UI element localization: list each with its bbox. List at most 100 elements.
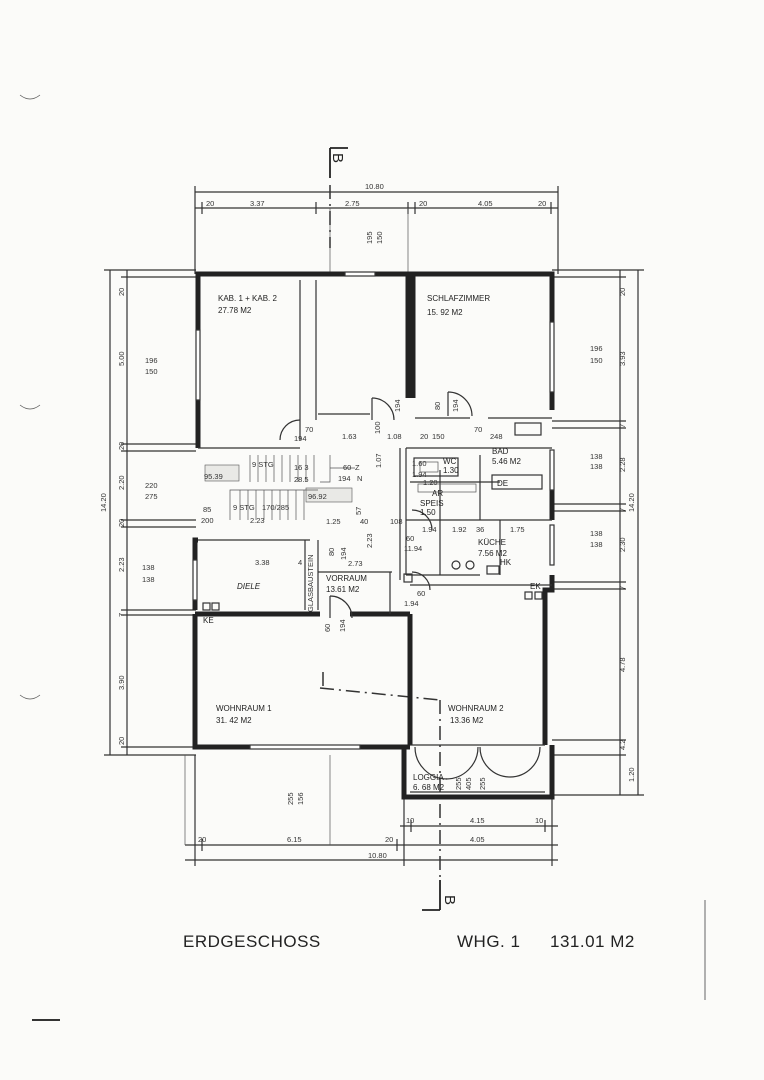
room-kab-name: KAB. 1 + KAB. 2 <box>218 294 277 303</box>
dim-top-overall: 10.80 <box>365 182 384 191</box>
window-dim-w1a: 196 <box>145 356 158 365</box>
inner-dim-d17: 85 <box>203 505 211 514</box>
room-wohn2-area: 13.36 M2 <box>450 716 484 725</box>
door-swings <box>279 391 541 780</box>
dim-left-overall: 14.20 <box>99 493 108 512</box>
label-glasbaustein: GLASBAUSTEIN <box>306 554 315 612</box>
dim-bottom-c: 20 <box>385 835 393 844</box>
window-dim-w6b: 275 <box>145 492 158 501</box>
room-bad-area: 5.46 M2 <box>492 457 521 466</box>
inner-dim-d4: 1.08 <box>387 432 402 441</box>
dim-top-d: 20 <box>419 199 427 208</box>
dim-top-c: 2.75 <box>345 199 360 208</box>
dimension-chain-right: 14.20 20 3.93 7 2.28 7 2.30 7 4.78 4.2 1… <box>552 269 644 796</box>
inner-dim-d18: 200 <box>201 516 214 525</box>
room-wc-area: 1.30 <box>443 466 459 475</box>
dimension-chain-left: 14.20 20 5.00 20 2.20 20 2.23 7 3.90 20 <box>99 269 196 756</box>
inner-dim-d42: 95.39 <box>204 472 223 481</box>
inner-dim-d49: 57 <box>354 507 363 515</box>
room-wohn2-name: WOHNRAUM 2 <box>448 704 504 713</box>
inner-dim-d32: 194 <box>339 547 348 560</box>
inner-dim-d8: 248 <box>490 432 503 441</box>
room-diele-name: DIELE <box>237 582 261 591</box>
inner-dim-d44: Z <box>355 463 360 472</box>
dim-left-g: 7 <box>117 613 126 617</box>
windows <box>192 271 555 750</box>
dim-bottom-f: 10 <box>535 816 543 825</box>
drawing-title: ERDGESCHOSS <box>183 932 321 951</box>
room-speis-area: 1.50 <box>420 508 436 517</box>
room-kueche-name: KÜCHE <box>478 538 506 547</box>
dim-left-e: 20 <box>117 519 126 527</box>
dim-top-b: 3.37 <box>250 199 265 208</box>
section-label-bottom: B <box>441 895 458 905</box>
dim-bottom-e: 4.15 <box>470 816 485 825</box>
inner-dim-d13: 60 <box>343 463 351 472</box>
window-dim-w4a: 138 <box>590 529 603 538</box>
inner-dim-d16: 28.5 <box>294 475 309 484</box>
window-dim-w5b: 138 <box>142 575 155 584</box>
label-hk: HK <box>500 558 512 567</box>
inner-dim-d31: 80 <box>327 548 336 556</box>
inner-dim-d23: 108 <box>390 517 403 526</box>
dim-left-i: 20 <box>117 737 126 745</box>
dim-right-f: 2.30 <box>618 537 627 552</box>
label-stg-lower: 9 STG <box>233 503 255 512</box>
room-bad-name: BAD <box>492 447 509 456</box>
dim-bottom-overall: 10.80 <box>368 851 387 860</box>
label-stg-upper: 9 STG <box>252 460 274 469</box>
fixtures <box>202 422 543 611</box>
inner-dim-d22: 40 <box>360 517 368 526</box>
inner-dimension-labels: 194 1.63 100 1.08 20 150 70 248 194 70 1… <box>201 399 525 632</box>
inner-dim-d45: N <box>357 474 362 483</box>
dim-left-a: 20 <box>117 288 126 296</box>
dim-bottom-a: 20 <box>198 835 206 844</box>
window-dim-w9b: 156 <box>296 792 305 805</box>
inner-dim-d46: 1.94 <box>404 599 419 608</box>
window-dim-w4b: 138 <box>590 540 603 549</box>
inner-dim-d39: 1.20 <box>423 478 438 487</box>
dim-right-c: 7 <box>618 424 627 428</box>
inner-dim-d40: 60 <box>406 534 414 543</box>
inner-dim-d38: 1.94 <box>412 470 427 479</box>
inner-dim-d12: 80 <box>433 402 442 410</box>
window-dim-w8c: 255 <box>478 777 487 790</box>
dimension-chain-bottom: 10.80 20 6.15 20 10 4.15 10 4.05 <box>184 755 558 866</box>
inner-dim-d35: 11.94 <box>404 544 422 553</box>
dim-left-d: 2.20 <box>117 475 126 490</box>
room-wohn1-name: WOHNRAUM 1 <box>216 704 272 713</box>
inner-dim-d26: 36 <box>476 525 484 534</box>
inner-dim-d11: 194 <box>451 399 460 412</box>
room-vorraum-name: VORRAUM <box>326 574 367 583</box>
dim-right-i: 4.2 <box>618 740 627 750</box>
label-de: DE <box>497 479 508 488</box>
inner-dim-d14: 194 <box>338 474 351 483</box>
unit-label: WHG. 1 <box>457 932 520 951</box>
dim-left-c: 20 <box>117 442 126 450</box>
inner-dim-d6: 150 <box>432 432 445 441</box>
total-area: 131.01 M2 <box>550 932 635 951</box>
window-dim-w1b: 150 <box>145 367 158 376</box>
dim-left-f: 2.23 <box>117 557 126 572</box>
room-loggia-name: LOGGIA <box>413 773 444 782</box>
dimension-chain-top: 10.80 20 3.37 2.75 20 4.05 20 <box>194 182 559 274</box>
room-ar-name: AR <box>432 489 443 498</box>
inner-dim-d33: 60 <box>323 624 332 632</box>
dim-top-e: 4.05 <box>478 199 493 208</box>
window-dim-w8a: 255 <box>454 777 463 790</box>
room-schlaf-name: SCHLAFZIMMER <box>427 294 490 303</box>
window-dim-w6a: 220 <box>145 481 158 490</box>
window-dim-w3b: 138 <box>590 462 603 471</box>
room-loggia-area: 6. 68 M2 <box>413 783 445 792</box>
window-dim-w7b: 150 <box>375 231 384 244</box>
dim-bottom-g: 4.05 <box>470 835 485 844</box>
room-wohn1-area: 31. 42 M2 <box>216 716 252 725</box>
inner-dim-d9: 194 <box>393 399 402 412</box>
inner-dim-d24: 1.07 <box>374 453 383 468</box>
inner-dim-d3: 100 <box>373 421 382 434</box>
inner-dim-d27: 1.75 <box>510 525 525 534</box>
inner-dim-d30: 4 <box>298 558 302 567</box>
inner-dim-d15: 16 3 <box>294 463 309 472</box>
inner-dim-d37: 1.60 <box>412 459 427 468</box>
